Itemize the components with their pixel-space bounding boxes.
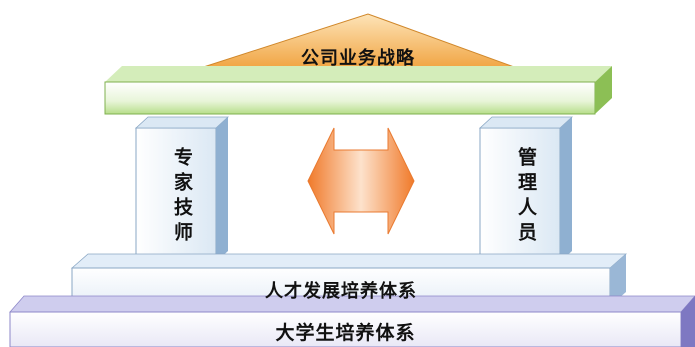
lower-base-label: 大学生培养体系 — [275, 322, 416, 344]
pillar-right — [478, 116, 574, 263]
upper-base-label: 人才发展培养体系 — [265, 281, 417, 302]
beam — [104, 66, 612, 115]
roof-label: 公司业务战略 — [301, 48, 415, 69]
pillar-right-label: 管理人员 — [515, 147, 537, 247]
lower-base — [9, 295, 695, 347]
pillar-left-label: 专家技师 — [171, 147, 193, 247]
double-arrow-icon — [307, 127, 415, 235]
